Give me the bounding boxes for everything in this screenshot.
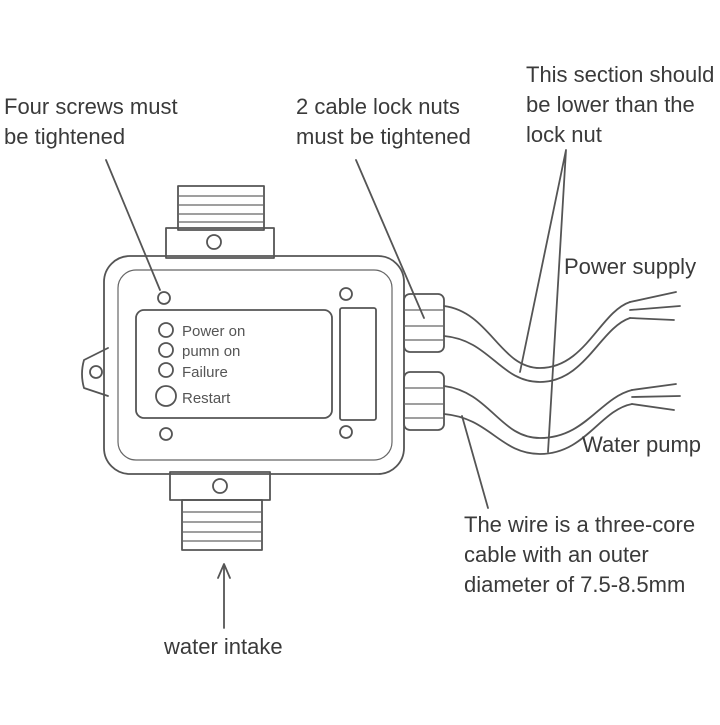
mounting-tab <box>81 347 109 397</box>
upper-lock-nut <box>403 293 445 353</box>
bottom-bolt-icon <box>212 478 228 494</box>
water-pump-cable <box>443 383 681 455</box>
power-supply-label: Power supply <box>564 254 697 279</box>
screw-icon <box>339 425 353 439</box>
pump-on-label: pumn on <box>182 343 240 360</box>
mounting-hole-icon <box>89 365 103 379</box>
screw-icon <box>157 291 171 305</box>
restart-label: Restart <box>182 390 231 407</box>
leader-screws <box>105 159 161 291</box>
wire-label: The wire is a three-core cable with an o… <box>464 512 696 597</box>
screw-icon <box>159 427 173 441</box>
leader-lock-nuts <box>355 159 425 319</box>
failure-label: Failure <box>182 364 228 381</box>
leader-wire <box>461 415 489 509</box>
screws-label: Four screws must be tightened <box>4 94 178 149</box>
controller-body <box>103 255 405 475</box>
power-led-icon <box>158 322 174 338</box>
top-pipe-fitting <box>165 185 275 259</box>
screw-icon <box>339 287 353 301</box>
restart-button[interactable] <box>155 385 177 407</box>
power-on-label: Power on <box>182 323 245 340</box>
failure-led-icon <box>158 362 174 378</box>
section-label: This section should be lower than the lo… <box>526 62 715 147</box>
display-window <box>339 307 377 421</box>
lock-nuts-label: 2 cable lock nuts must be tightened <box>296 94 471 149</box>
top-bolt-icon <box>206 234 222 250</box>
power-supply-cable <box>443 291 681 383</box>
lower-lock-nut <box>403 371 445 431</box>
water-pump-label: Water pump <box>582 432 702 457</box>
bottom-pipe-fitting <box>169 471 271 551</box>
leader-section <box>519 149 567 453</box>
pump-led-icon <box>158 342 174 358</box>
water-intake-label: water intake <box>164 634 283 659</box>
arrow-head-icon <box>217 563 231 579</box>
indicator-panel <box>135 309 333 419</box>
